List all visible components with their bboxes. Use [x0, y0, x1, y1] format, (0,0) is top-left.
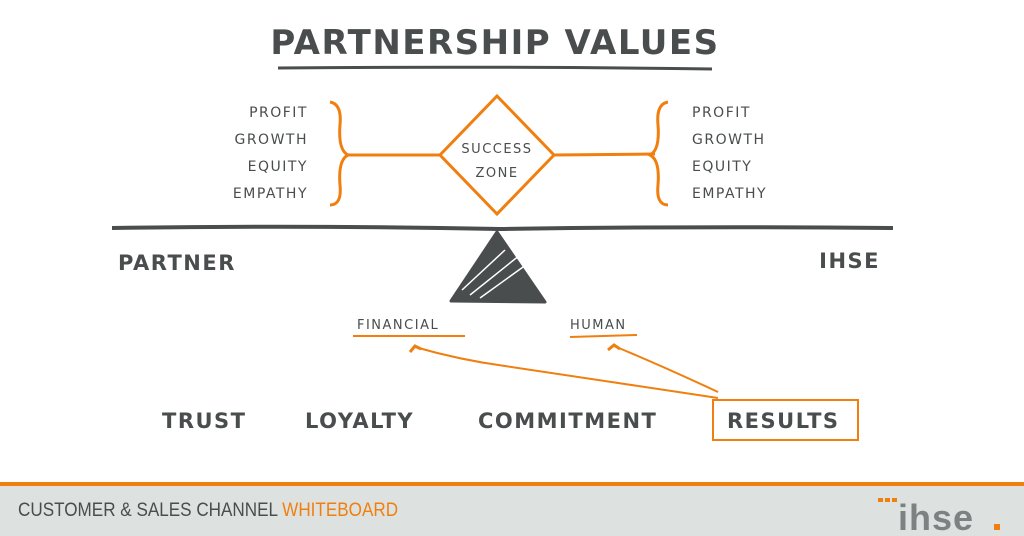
svg-text:ihse: ihse: [898, 497, 974, 534]
success-zone-diamond: [437, 93, 557, 217]
left-value: EMPATHY: [233, 186, 308, 202]
pillar-results: RESULTS: [727, 409, 840, 433]
success-zone-label: ZONE: [475, 166, 518, 181]
pillar-trust: TRUST: [162, 409, 247, 433]
results-box: [712, 399, 859, 441]
right-value: PROFIT: [692, 105, 751, 121]
right-value: EQUITY: [692, 159, 752, 175]
whiteboard-diagram: PARTNERSHIP VALUES PROFIT GROWTH EQUITY …: [111, 23, 894, 441]
footer-text: CUSTOMER & SALES CHANNEL: [18, 500, 278, 521]
arrowhead-icon: [607, 343, 621, 352]
left-brace: [329, 100, 352, 207]
ihse-label: IHSE: [819, 249, 880, 273]
ihse-logo: ihse: [878, 497, 1000, 534]
footer-accent: WHITEBOARD: [282, 500, 399, 521]
fulcrum-triangle: [449, 230, 547, 304]
footer-caption: CUSTOMER & SALES CHANNEL WHITEBOARD: [18, 500, 398, 522]
pillar-commitment: COMMITMENT: [478, 409, 657, 433]
balance-beam: [111, 224, 894, 232]
results-to-financial-arrow: [414, 346, 719, 399]
footer-bar: CUSTOMER & SALES CHANNEL WHITEBOARD ihse: [0, 482, 1024, 536]
human-underline: [569, 334, 638, 338]
right-value: GROWTH: [692, 132, 766, 148]
left-value: EQUITY: [248, 159, 308, 175]
right-connector: [553, 152, 656, 157]
results-to-human-arrow: [613, 345, 719, 393]
arrowhead-icon: [408, 344, 422, 353]
left-value: GROWTH: [234, 132, 308, 148]
success-zone-label: SUCCESS: [461, 142, 532, 157]
right-value: EMPATHY: [692, 186, 767, 202]
partner-label: PARTNER: [118, 251, 236, 275]
left-value: PROFIT: [249, 105, 308, 121]
fulcrum-hatching: [461, 249, 531, 299]
diagram-title: PARTNERSHIP VALUES: [270, 23, 719, 63]
pillar-loyalty: LOYALTY: [305, 409, 414, 433]
financial-label: FINANCIAL: [357, 318, 439, 333]
right-brace: [646, 100, 669, 207]
title-underline: [277, 65, 713, 71]
human-label: HUMAN: [570, 318, 627, 333]
